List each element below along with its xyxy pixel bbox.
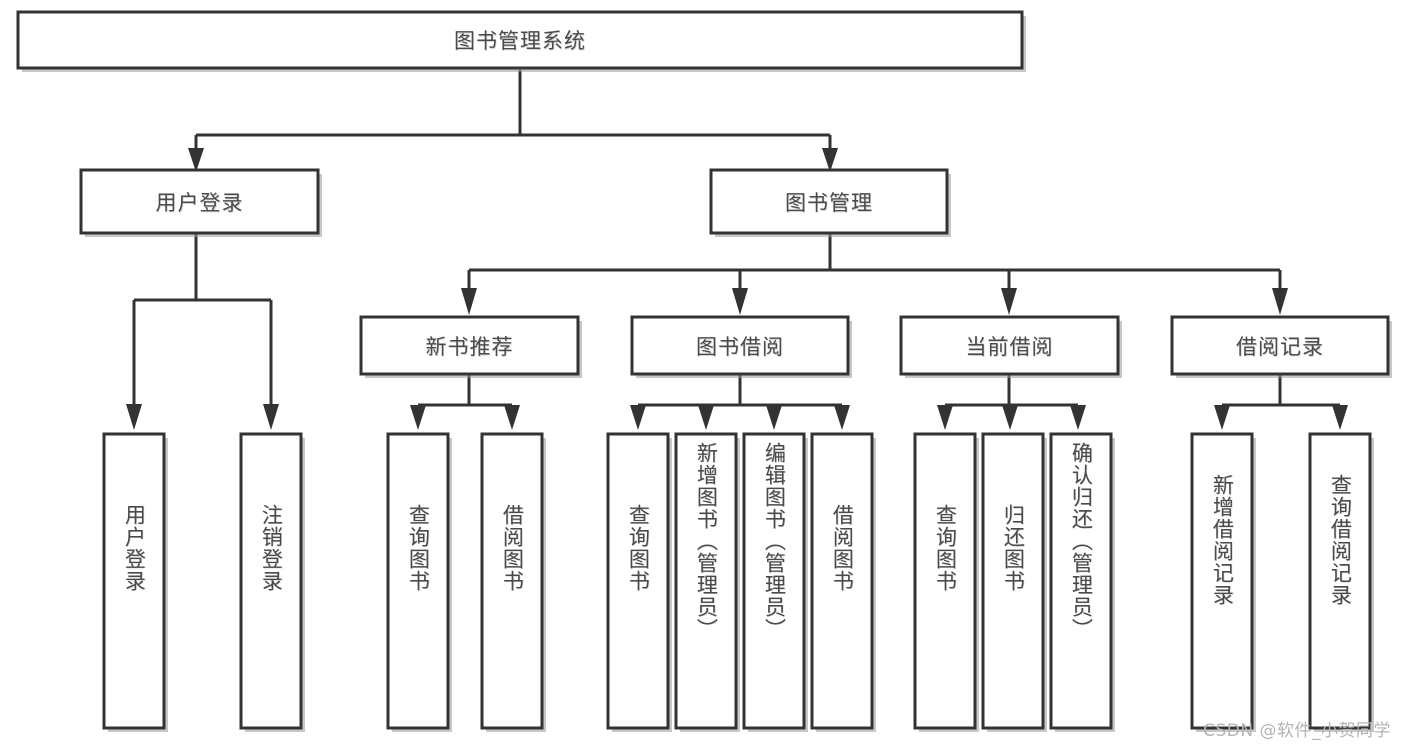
arrowhead-leaf-confirm-return	[1070, 405, 1086, 430]
arrowhead-leaf-logout	[263, 404, 279, 430]
node-leaf-return-book[interactable]	[981, 432, 1045, 730]
node-leaf-query-record[interactable]	[1308, 432, 1372, 730]
node-leaf-edit-book[interactable]	[742, 432, 806, 730]
arrowhead-leaf-user-login	[126, 404, 142, 430]
node-book-borrow[interactable]	[630, 315, 850, 376]
node-book-manage[interactable]	[709, 168, 949, 235]
node-leaf-query-book-3[interactable]	[913, 432, 977, 730]
node-leaf-query-book-1[interactable]	[386, 432, 450, 730]
node-leaf-logout[interactable]	[239, 432, 303, 730]
arrowhead-borrow-record	[1272, 288, 1288, 315]
node-leaf-borrow-book-2[interactable]	[810, 432, 874, 730]
arrowhead-user-login	[188, 148, 204, 172]
arrowhead-current-borrow	[1001, 288, 1017, 315]
arrowhead-leaf-edit-book	[766, 405, 782, 430]
node-current-borrow[interactable]	[899, 315, 1120, 376]
arrowhead-leaf-query-book-1	[410, 405, 426, 430]
arrowhead-leaf-add-record	[1214, 405, 1230, 430]
arrowhead-book-manage	[822, 148, 838, 172]
node-leaf-confirm-return[interactable]	[1049, 432, 1113, 730]
arrowhead-leaf-query-book-2	[630, 405, 646, 430]
arrowhead-leaf-add-book	[698, 405, 714, 430]
arrowhead-leaf-query-book-3	[937, 405, 953, 430]
node-user-login[interactable]	[79, 168, 320, 235]
node-borrow-record[interactable]	[1170, 315, 1390, 376]
node-layer	[16, 10, 1392, 732]
node-new-book-recommend[interactable]	[359, 315, 580, 376]
arrowhead-book-borrow	[732, 288, 748, 315]
arrowhead-new-book-recommend	[461, 288, 477, 315]
node-leaf-borrow-book-1[interactable]	[480, 432, 544, 730]
arrowhead-leaf-query-record	[1332, 405, 1348, 430]
arrowhead-leaf-borrow-book-1	[504, 405, 520, 430]
arrowhead-leaf-borrow-book-2	[834, 405, 850, 430]
arrowhead-leaf-return-book	[1002, 405, 1018, 430]
node-leaf-add-record[interactable]	[1190, 432, 1254, 730]
csdn-watermark: CSDN @软件_小贺同学	[1203, 721, 1391, 741]
node-leaf-add-book[interactable]	[674, 432, 738, 730]
node-root[interactable]	[16, 10, 1024, 70]
node-leaf-user-login[interactable]	[102, 432, 166, 730]
node-leaf-query-book-2[interactable]	[606, 432, 670, 730]
connector-layer	[126, 70, 1348, 430]
